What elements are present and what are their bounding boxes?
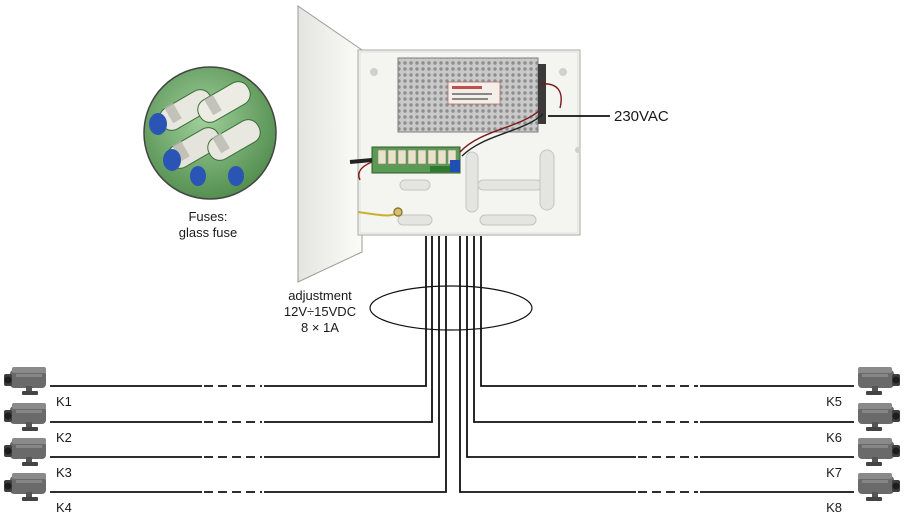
cable-dashes <box>204 385 698 493</box>
fuses-label-line1: Fuses: <box>188 209 227 224</box>
channel-label-k7: K7 <box>826 465 842 480</box>
cctv-camera-icon <box>858 367 900 395</box>
cctv-camera-icon <box>4 403 46 431</box>
cctv-camera-icon <box>858 473 900 501</box>
channel-label-k5: K5 <box>826 394 842 409</box>
cable-bundle-marker <box>369 285 533 331</box>
cable-k2 <box>264 236 433 423</box>
cable-k1 <box>264 236 427 387</box>
mains-label: 230VAC <box>614 108 669 125</box>
cable-k8 <box>459 236 636 493</box>
cctv-camera-icon <box>4 367 46 395</box>
channel-label-k1: K1 <box>56 394 72 409</box>
cable-k3 <box>264 236 440 458</box>
channel-label-k2: K2 <box>56 430 72 445</box>
channel-label-k3: K3 <box>56 465 72 480</box>
channel-label-k6: K6 <box>826 430 842 445</box>
cable-k4 <box>264 236 447 493</box>
power-supply-module-icon <box>397 57 546 133</box>
channel-label-k4: K4 <box>56 500 72 515</box>
output-cables <box>50 236 854 493</box>
cable-k7 <box>466 236 636 458</box>
adjust-label-line3: 8 × 1A <box>301 320 339 335</box>
fuse-board-icon <box>371 146 461 174</box>
adjust-label-line2: 12V÷15VDC <box>284 304 356 319</box>
channel-label-k8: K8 <box>826 500 842 515</box>
cctv-camera-icon <box>858 403 900 431</box>
internal-wiring <box>349 83 562 217</box>
adjust-label-line1: adjustment <box>288 288 352 303</box>
cctv-camera-icon <box>4 438 46 466</box>
cameras-left <box>4 367 46 501</box>
cameras-right <box>858 367 900 501</box>
cctv-camera-icon <box>4 473 46 501</box>
fuses-label-line2: glass fuse <box>179 225 238 240</box>
fuse-closeup-icon <box>143 66 277 200</box>
cable-k5 <box>480 236 636 387</box>
cctv-camera-icon <box>858 438 900 466</box>
cable-k6 <box>473 236 636 423</box>
